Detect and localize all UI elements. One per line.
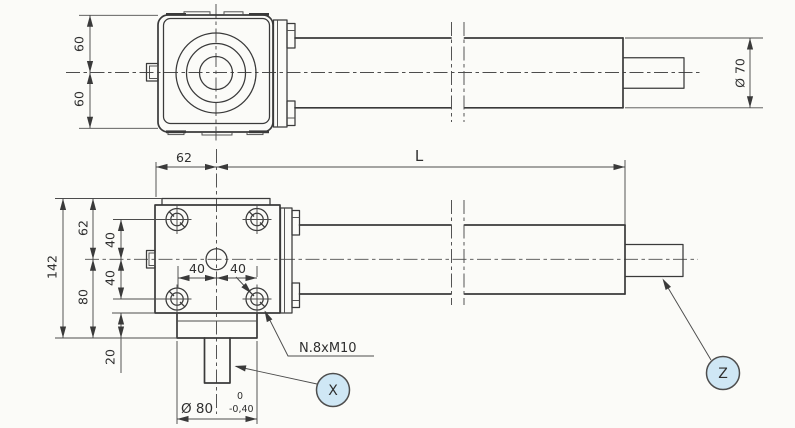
tube-flange	[272, 19, 288, 128]
dim-spigot-diameter: Ø 80	[181, 401, 213, 417]
dim-holes-left: 40	[189, 261, 205, 276]
dim-60-60: 60 60	[71, 14, 158, 129]
bottom-edge-seal	[249, 130, 269, 134]
callout-z-leader	[663, 280, 712, 361]
screw-top-right	[241, 204, 273, 235]
dim-holes-below-center: 40	[102, 270, 117, 286]
dim-dia-70: Ø 70	[625, 37, 763, 109]
callout-x-label: X	[328, 383, 338, 399]
tolerance-lower: -0,40	[229, 404, 254, 415]
body-top-lip	[161, 197, 271, 205]
left-boss-inner	[149, 65, 159, 79]
callout-x-leader	[235, 365, 318, 385]
callout-x[interactable]: X	[233, 362, 351, 408]
end-shaft	[623, 57, 685, 89]
thread-note-label: N.8xM10	[299, 341, 357, 356]
dim-left-to-center: 62	[176, 150, 192, 165]
flange-tab-upper	[286, 22, 296, 49]
input-shaft-circle	[198, 55, 234, 91]
thread-note: N.8xM10	[235, 276, 374, 357]
bottom-spigot	[176, 312, 258, 339]
callout-z-balloon[interactable]	[705, 355, 741, 391]
dim-top-to-center: 62	[75, 220, 90, 236]
dim-dia-80: Ø 80 0 -0,40	[176, 341, 258, 424]
dim-60-upper: 60	[71, 36, 86, 52]
end-shaft-front	[625, 243, 684, 278]
dim-spigot-height: 20	[102, 349, 117, 365]
tolerance-upper: 0	[237, 391, 243, 402]
left-boss-front-inner	[148, 252, 156, 266]
center-hole	[205, 248, 228, 271]
dim-center-to-base: 80	[75, 289, 90, 305]
dim-60-lower: 60	[71, 91, 86, 107]
dim-40-40-horizontal: 40 40	[177, 261, 258, 288]
flange-tab-lower-front	[291, 282, 301, 309]
dim-length-L: L	[415, 147, 424, 165]
top-view: 60 60 Ø 70	[66, 4, 763, 142]
output-shaft	[203, 337, 231, 384]
bottom-edge-tab	[201, 131, 233, 136]
gearbox-body-inner-face	[162, 17, 271, 125]
dim-overall-height: 142	[44, 255, 59, 279]
dim-shaft-diameter: Ø 70	[732, 58, 747, 88]
front-view: 62 L 142 62 80 40 4	[44, 147, 741, 424]
callout-z-label: Z	[718, 366, 728, 382]
callout-z[interactable]: Z	[659, 276, 741, 391]
bearing-bore-middle-circle	[185, 42, 247, 104]
flange-tab-upper-front	[291, 209, 301, 236]
screw-top-left	[161, 204, 193, 235]
dims-left-stack: 142 62 80 40 40 20	[44, 198, 177, 373]
bearing-bore-outer-circle	[175, 32, 257, 114]
top-edge-seal	[166, 13, 186, 16]
top-edge-seal	[249, 13, 269, 16]
bottom-edge-seal	[166, 130, 186, 134]
tube-flange-front	[279, 207, 293, 314]
dim-holes-right: 40	[230, 261, 246, 276]
top-edge-tab	[223, 11, 244, 16]
callout-x-balloon[interactable]	[315, 372, 351, 408]
dim-holes-above-center: 40	[102, 232, 117, 248]
dim-62-L: 62 L	[155, 147, 626, 225]
flange-tab-lower	[286, 100, 296, 127]
screw-bottom-left	[161, 283, 193, 315]
